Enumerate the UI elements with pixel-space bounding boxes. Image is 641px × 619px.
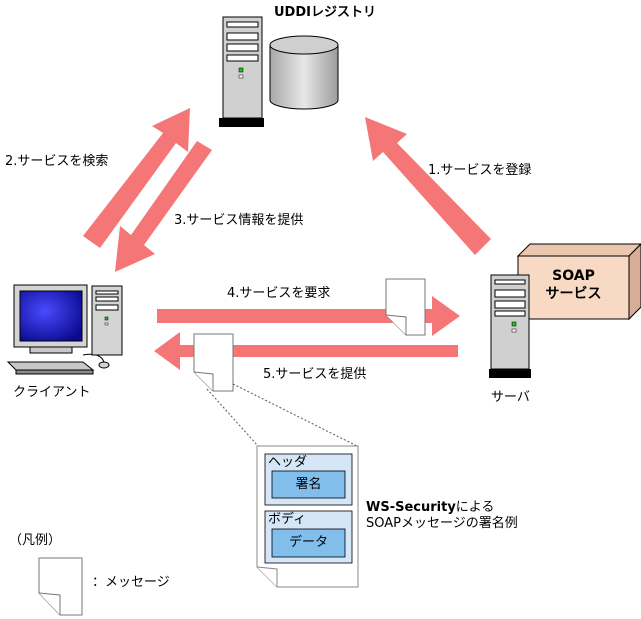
server-label: サーバ (491, 390, 530, 405)
step2-label: 2.サービスを検索 (5, 154, 109, 169)
step1-label: 1.サービスを登録 (428, 163, 532, 178)
body-label: ボディ (268, 512, 307, 527)
arrow-step3 (115, 141, 212, 272)
message-doc-response-icon (193, 333, 234, 392)
client-label: クライアント (13, 385, 91, 400)
step4-label: 4.サービスを要求 (227, 286, 331, 301)
message-doc-request-icon (385, 278, 426, 336)
arrow-step2 (83, 108, 190, 248)
arrow-step1 (365, 117, 491, 255)
arrow-step4 (157, 296, 460, 336)
client-pc-icon (6, 284, 123, 375)
registry-server-icon (219, 16, 264, 127)
signature-box (271, 470, 346, 499)
header-label: ヘッダ (268, 455, 308, 470)
registry-title: UDDIレジストリ (274, 5, 376, 20)
step3-label: 3.サービス情報を提供 (174, 213, 304, 228)
arrow-step5 (154, 332, 458, 370)
soap-service-box (516, 243, 641, 321)
legend-message-icon (38, 557, 83, 616)
caption-text-1: WS-Securityによる (366, 500, 495, 515)
data-box (271, 528, 346, 558)
legend-title: （凡例） (9, 533, 62, 548)
server-tower-icon (489, 274, 531, 378)
step5-label: 5.サービスを提供 (263, 367, 367, 382)
soap-service-line2: サービス (545, 286, 602, 302)
soap-service-label: SOAP サービス (518, 267, 629, 303)
zoom-lines (206, 383, 358, 447)
signature-label: 署名 (295, 477, 322, 492)
database-icon (269, 35, 339, 110)
soap-service-line1: SOAP (552, 268, 595, 284)
caption-line2: SOAPメッセージの署名例 (366, 516, 518, 531)
data-label: データ (288, 535, 328, 550)
legend-message-label: ：メッセージ (92, 575, 170, 590)
caption-line1: WS-Securityによる (366, 500, 494, 516)
